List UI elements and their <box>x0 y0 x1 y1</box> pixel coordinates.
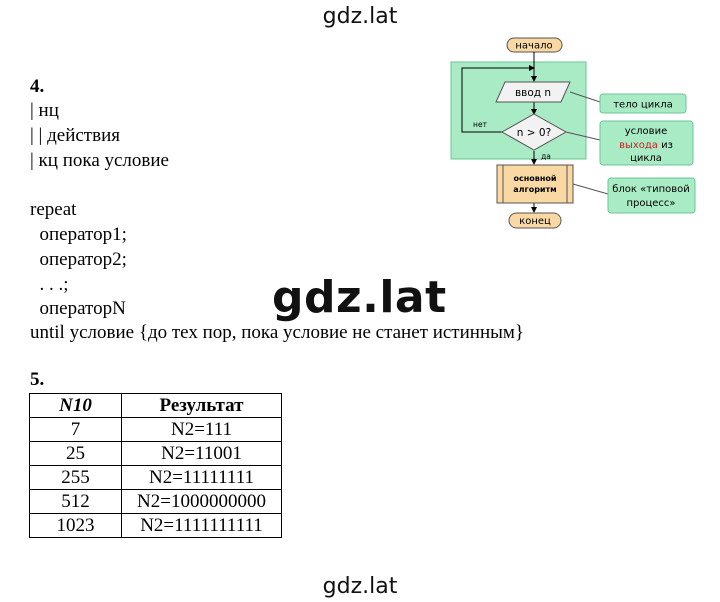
repeat-line-2: оператор1; <box>30 224 127 245</box>
process-label-1: основной <box>514 174 557 183</box>
pseudo-line-1: | нц <box>30 100 59 121</box>
task5-number: 5. <box>30 369 45 390</box>
table-row: 1023 N2=1111111111 <box>29 513 282 538</box>
cell-n10: 7 <box>29 417 122 442</box>
cell-result: N2=11001 <box>121 441 282 466</box>
yes-label: да <box>541 152 551 161</box>
pseudo-line-3: | кц пока условие <box>30 150 169 171</box>
end-block <box>508 212 562 229</box>
repeat-line-3: оператор2; <box>30 249 127 270</box>
no-label: нет <box>473 120 488 129</box>
pseudo-line-2: | | действия <box>30 125 120 146</box>
result-table: N10 Результат 7 N2=111 25 N2=11001 255 N… <box>29 393 282 538</box>
watermark-top: gdz.lat <box>322 4 398 29</box>
header-result: Результат <box>121 393 282 418</box>
cell-result: N2=1111111111 <box>121 513 282 538</box>
condition-block <box>500 113 568 151</box>
cell-result: N2=11111111 <box>121 465 282 490</box>
input-label: ввод n <box>515 87 551 99</box>
condition-label: n > 0? <box>517 127 551 139</box>
callout-condition <box>599 120 694 166</box>
callout-process <box>607 177 696 214</box>
callout-cond-line-1: условие <box>625 126 667 137</box>
watermark-middle: gdz.lat <box>272 272 447 323</box>
cell-n10: 1023 <box>29 513 122 538</box>
process-block <box>496 164 574 204</box>
cell-result: N2=1000000000 <box>121 489 282 514</box>
table-row: 7 N2=111 <box>29 417 282 442</box>
input-block <box>495 81 571 103</box>
callout-cond-line-2: выхода из <box>619 140 673 151</box>
loop-area <box>450 61 587 160</box>
task4-number: 4. <box>30 76 45 97</box>
repeat-line-4: . . .; <box>30 274 69 295</box>
repeat-line-6: until условие {до тех пор, пока условие … <box>30 322 525 343</box>
header-n10: N10 <box>29 393 122 418</box>
table-row: 512 N2=1000000000 <box>29 489 282 514</box>
end-label: конец <box>519 216 551 227</box>
table-row: 255 N2=11111111 <box>29 465 282 490</box>
callout-process-line-2: процесс» <box>626 198 675 209</box>
watermark-bottom: gdz.lat <box>322 574 398 599</box>
start-label: начало <box>515 41 552 52</box>
callout-body <box>599 93 687 114</box>
cell-n10: 512 <box>29 489 122 514</box>
table-row: 25 N2=11001 <box>29 441 282 466</box>
repeat-line-5: операторN <box>30 298 126 319</box>
callout-cond-from: из <box>658 140 673 151</box>
callout-cond-line-3: цикла <box>630 153 662 164</box>
callout-cond-exit: выхода <box>619 140 658 151</box>
table-header-row: N10 Результат <box>29 393 282 418</box>
cell-result: N2=111 <box>121 417 282 442</box>
cell-n10: 255 <box>29 465 122 490</box>
repeat-line-1: repeat <box>30 199 77 220</box>
process-label-2: алгоритм <box>513 185 556 194</box>
flowchart: начало ввод n n > 0? нет да основной алг… <box>450 37 696 229</box>
callout-process-line-1: блок «типовой <box>612 184 690 195</box>
callout-body-label: тело цикла <box>613 100 673 111</box>
cell-n10: 25 <box>29 441 122 466</box>
